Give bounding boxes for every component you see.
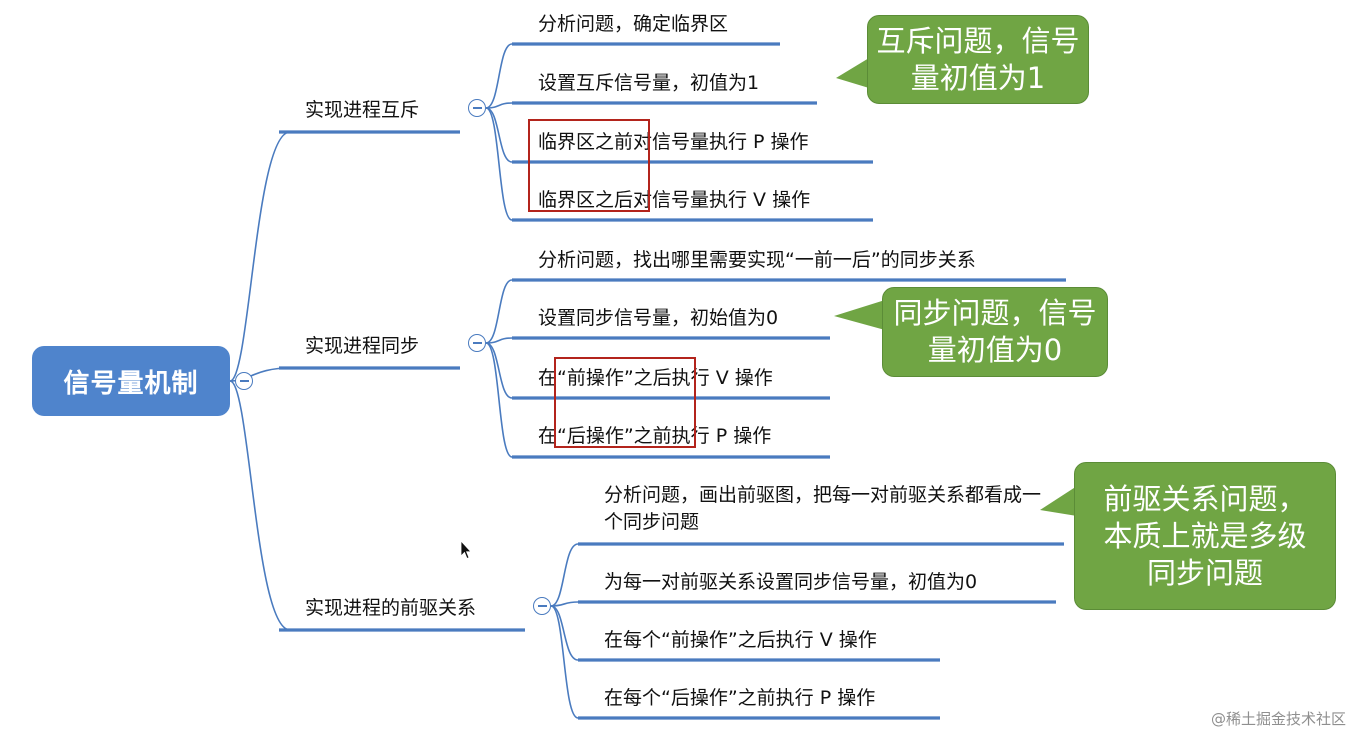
b1-leaf-2[interactable]: 设置互斥信号量，初值为1 bbox=[538, 72, 760, 94]
callout-2-text: 同步问题，信号量初值为0 bbox=[893, 296, 1097, 367]
callout-1-text: 互斥问题，信号量初值为1 bbox=[876, 23, 1080, 95]
callout-2: 同步问题，信号量初值为0 bbox=[882, 287, 1108, 377]
b2-leaf-2[interactable]: 设置同步信号量，初始值为0 bbox=[538, 307, 779, 329]
connector-b3-leaf-3 bbox=[550, 605, 579, 661]
connector-b3-leaf-2 bbox=[550, 601, 579, 607]
branch-1-label[interactable]: 实现进程互斥 bbox=[305, 99, 420, 121]
branch-2-collapse-button[interactable] bbox=[468, 334, 486, 352]
root-node-label: 信号量机制 bbox=[63, 368, 199, 399]
b1-leaf-4[interactable]: 临界区之后对信号量执行 V 操作 bbox=[538, 189, 811, 211]
branch-3-label[interactable]: 实现进程的前驱关系 bbox=[305, 597, 477, 619]
connector-b1-leaf-2 bbox=[485, 102, 513, 109]
connector-b3-leaf-1 bbox=[550, 543, 579, 607]
branch-1-collapse-button[interactable] bbox=[468, 99, 486, 117]
root-node[interactable]: 信号量机制 bbox=[32, 346, 230, 416]
callout-1: 互斥问题，信号量初值为1 bbox=[867, 15, 1089, 104]
connector-b2-leaf-3 bbox=[485, 342, 513, 399]
highlight-box-1 bbox=[528, 119, 650, 212]
callout-2-pointer bbox=[834, 300, 885, 330]
connector-root-branch-1 bbox=[229, 131, 291, 382]
highlight-box-2 bbox=[554, 357, 696, 448]
connector-b3-leaf-4 bbox=[550, 605, 579, 719]
b1-leaf-1[interactable]: 分析问题，确定临界区 bbox=[538, 13, 729, 35]
connector-root-branch-3 bbox=[229, 380, 291, 631]
watermark: @稀土掘金技术社区 bbox=[1210, 710, 1346, 728]
b3-leaf-3[interactable]: 在每个“前操作”之后执行 V 操作 bbox=[604, 629, 877, 651]
connector-b1-leaf-4 bbox=[485, 107, 513, 221]
connector-b1-leaf-1 bbox=[485, 43, 513, 109]
branch-2-label[interactable]: 实现进程同步 bbox=[305, 335, 420, 357]
connector-b1-leaf-3 bbox=[485, 107, 513, 163]
branch-3-collapse-button[interactable] bbox=[533, 597, 551, 615]
b3-leaf-4[interactable]: 在每个“后操作”之前执行 P 操作 bbox=[604, 687, 876, 709]
mouse-cursor-icon bbox=[460, 540, 472, 560]
callout-3-text: 前驱关系问题，本质上就是多级同步问题 bbox=[1103, 481, 1307, 590]
b2-leaf-1[interactable]: 分析问题，找出哪里需要实现“一前一后”的同步关系 bbox=[538, 249, 976, 271]
connector-b2-leaf-1 bbox=[485, 279, 513, 344]
b3-leaf-2[interactable]: 为每一对前驱关系设置同步信号量，初值为0 bbox=[604, 571, 978, 593]
connector-b2-leaf-4 bbox=[485, 342, 513, 458]
callout-3-pointer bbox=[1040, 486, 1077, 516]
b1-leaf-3[interactable]: 临界区之前对信号量执行 P 操作 bbox=[538, 131, 809, 153]
callout-3: 前驱关系问题，本质上就是多级同步问题 bbox=[1074, 462, 1336, 610]
b3-leaf-1[interactable]: 分析问题，画出前驱图，把每一对前驱关系都看成一个同步问题 bbox=[604, 484, 1042, 533]
callout-1-pointer bbox=[836, 58, 869, 88]
connector-b2-leaf-2 bbox=[485, 337, 513, 344]
root-collapse-button[interactable] bbox=[235, 372, 253, 390]
b2-leaf-4[interactable]: 在“后操作”之前执行 P 操作 bbox=[538, 425, 772, 447]
b2-leaf-3[interactable]: 在“前操作”之后执行 V 操作 bbox=[538, 367, 773, 389]
